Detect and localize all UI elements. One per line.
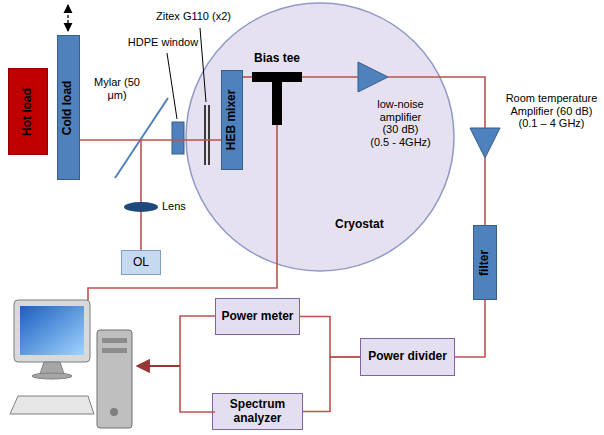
node-text: Cryostat <box>335 218 384 232</box>
monitor-base <box>32 373 72 379</box>
bias-tee-symbol: Bias tee <box>252 52 302 125</box>
leader-line <box>200 28 206 102</box>
power-button <box>110 408 118 416</box>
node-text: Room temperature Amplifier (60 dB) <box>503 92 600 117</box>
signal-line <box>484 158 486 225</box>
lo-beam <box>140 140 142 250</box>
label-box: HDPE window <box>122 36 204 49</box>
label-box: Zitex G110 (x2) <box>156 10 248 23</box>
signal-line <box>80 139 221 141</box>
part-label: Lens <box>162 200 196 213</box>
computer-icon <box>10 300 132 428</box>
label-box: Mylar (50 μm) <box>90 76 144 101</box>
node-text: low-noise amplifier <box>358 98 443 123</box>
signal-line <box>300 317 360 358</box>
leader-line <box>167 53 177 119</box>
part-label: Zitex G110 (x2) <box>156 10 248 23</box>
bias-wire <box>88 125 277 300</box>
filter-sheet <box>204 105 206 165</box>
amplifier-symbol: Room temperature Amplifier (60 dB)(0.1 –… <box>470 92 600 175</box>
tee-stem <box>272 72 282 125</box>
cryostat-region: HEB mixer Bias tee low-noise amplifier(30 … <box>185 2 455 272</box>
instrument-box: Power meter <box>215 298 300 335</box>
keyboard <box>10 396 94 414</box>
symbol-shape <box>358 62 388 92</box>
node-text: filter <box>478 249 492 275</box>
signal-line <box>303 357 360 412</box>
monitor-stand <box>40 362 64 374</box>
node-text: Bias tee <box>254 52 300 66</box>
instrument-box: Spectrum analyzer <box>212 393 303 430</box>
amplifier-triangle <box>358 62 388 92</box>
signal-line <box>388 77 485 128</box>
tower <box>97 330 132 428</box>
instrument-box: Power divider <box>360 338 455 376</box>
node-text: Spectrum analyzer <box>213 398 302 426</box>
screen <box>20 306 84 355</box>
symbol-shape <box>470 128 500 158</box>
node-text: Power meter <box>221 310 293 324</box>
node-text: HEB mixer <box>225 90 239 151</box>
node-text: OL <box>133 256 149 270</box>
signal-line <box>302 76 358 78</box>
load-box: Hot load <box>8 68 48 155</box>
drive-slot <box>102 348 127 353</box>
drive-slot <box>102 338 127 343</box>
filter-box: filter <box>473 225 497 300</box>
data-arrow <box>137 365 180 367</box>
cryostat-circle <box>186 3 454 271</box>
lens-symbol <box>124 202 158 212</box>
part-label: Mylar (50 μm) <box>90 76 144 101</box>
node-text: Power divider <box>368 350 447 364</box>
mixer-box: HEB mixer <box>221 70 243 170</box>
window-symbol <box>172 122 184 154</box>
part-label: HDPE window <box>122 36 204 49</box>
monitor <box>14 300 90 362</box>
amplifier-triangle <box>470 128 500 158</box>
oscillator-box: OL <box>121 250 161 275</box>
node-text: (30 dB) <box>358 123 443 136</box>
data-wire <box>180 316 215 412</box>
load-box: Cold load <box>57 35 80 180</box>
node-text: Hot load <box>21 87 35 135</box>
movement-arrow <box>67 5 68 31</box>
signal-line <box>243 76 252 78</box>
label-box: Lens <box>162 200 196 213</box>
signal-line <box>455 300 485 357</box>
node-text: Cold load <box>62 80 76 135</box>
node-text: (0.1 – 4 GHz) <box>503 117 600 130</box>
filter-sheet <box>208 105 210 165</box>
node-text: (0.5 - 4GHz) <box>358 136 443 149</box>
